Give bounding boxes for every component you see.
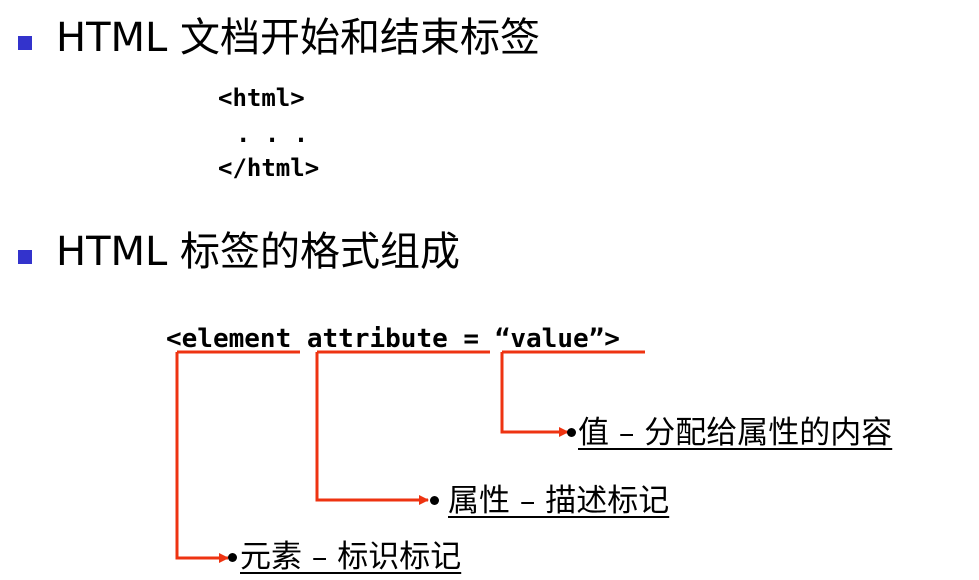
value-label: 值 – 分配给属性的内容 (578, 415, 893, 451)
section2-heading: HTML 标签的格式组成 (56, 229, 461, 275)
tag-syntax: <element attribute = “value”> (166, 324, 620, 354)
element-arrow (175, 352, 229, 563)
bullet-dot-icon (228, 553, 237, 562)
code-close-tag: </html> (218, 154, 320, 182)
code-open-tag: <html> (218, 84, 305, 112)
element-label: 元素 – 标识标记 (240, 539, 462, 575)
bullet-square-icon (18, 36, 32, 50)
attribute-arrow (315, 352, 429, 505)
bullet-dot-icon (567, 428, 576, 437)
bullet-dot-icon (430, 496, 439, 505)
value-arrow (500, 352, 569, 437)
attribute-label: 属性 – 描述标记 (448, 483, 670, 519)
code-ellipsis: . . . (236, 120, 309, 148)
section1-heading: HTML 文档开始和结束标签 (56, 15, 541, 61)
bullet-square-icon (18, 250, 32, 264)
